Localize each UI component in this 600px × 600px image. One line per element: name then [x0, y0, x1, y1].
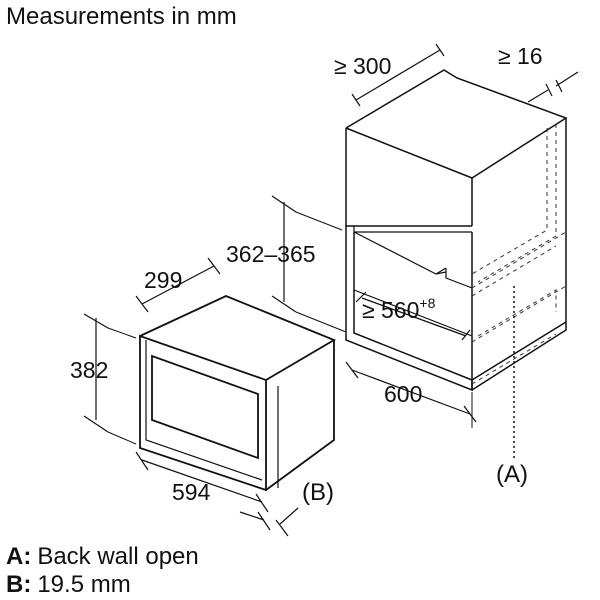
- callout-b: (B): [302, 479, 334, 506]
- dim-niche-height-label: 362–365: [226, 241, 316, 267]
- legend: A:Back wall open B:19.5 mm: [6, 543, 199, 598]
- niche-box: [345, 226, 567, 458]
- dim-appliance-depth-label: 299: [144, 267, 182, 293]
- dim-appliance-height-label: 382: [70, 357, 108, 383]
- legend-item-b: B:19.5 mm: [6, 571, 131, 598]
- dim-side-gap-label: ≥ 16: [498, 43, 543, 69]
- dim-niche-depth-label: ≥ 560+8: [362, 295, 436, 323]
- diagram-title: Measurements in mm: [6, 3, 237, 30]
- callout-a: (A): [496, 461, 528, 488]
- appliance-oven: [139, 295, 337, 492]
- legend-key-b: B:: [6, 571, 31, 598]
- legend-item-a: A:Back wall open: [6, 543, 199, 570]
- legend-text-b: 19.5 mm: [37, 571, 130, 598]
- cabinet-dimensions: ≥ 300 ≥ 16 362–365 ≥ 560+8 600: [226, 43, 579, 428]
- appliance-dimensions: 299 382 594: [70, 257, 299, 537]
- legend-key-a: A:: [6, 543, 31, 570]
- dim-appliance-width-label: 594: [172, 479, 211, 505]
- dim-cabinet-depth-label: ≥ 300: [334, 53, 391, 79]
- upper-cabinet: [345, 69, 568, 322]
- legend-text-a: Back wall open: [37, 543, 198, 570]
- dim-niche-width-label: 600: [384, 381, 422, 407]
